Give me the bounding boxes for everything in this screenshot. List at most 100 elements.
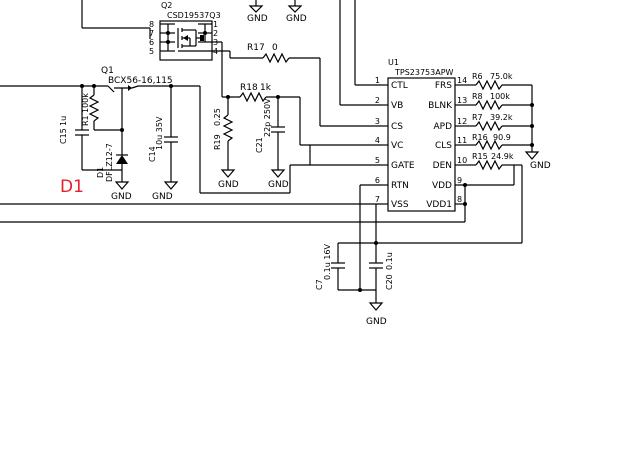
r17-resistor: R17 0 — [247, 43, 290, 64]
c21-ref: C21 — [255, 137, 264, 153]
u1-pin-name-vdd1: VDD1 — [426, 200, 452, 210]
q2-pin-8: 8 — [149, 20, 154, 29]
u1-pin-num-4: 4 — [375, 136, 380, 145]
c20-gnd-label: GND — [366, 317, 387, 327]
u1-pin-name-cls: CLS — [435, 141, 452, 151]
c7-value: 0.1u 16V — [323, 243, 332, 280]
r7-resistor: R7 39.2k — [461, 113, 534, 132]
d1-ref: D1 — [96, 167, 105, 178]
r18-value: 1k — [260, 83, 272, 93]
u1-pin-num-3: 3 — [375, 117, 380, 126]
q2-pin-7: 7 — [149, 29, 154, 38]
r8-value: 100k — [490, 92, 510, 101]
d1-part: DFLZ12-7 — [105, 143, 114, 182]
r18-ref: R18 — [240, 83, 258, 93]
r6-resistor: R6 75.0k — [461, 72, 532, 91]
u1-part: TPS23753APW — [394, 68, 454, 77]
r16-ref: R16 — [472, 133, 488, 142]
r6-value: 75.0k — [490, 72, 513, 81]
u1-pin-num-5: 5 — [375, 156, 380, 165]
q2-ref: Q2 — [161, 1, 172, 10]
highlight-d1-label: D1 — [60, 177, 84, 197]
u1-pin-name-vb: VB — [391, 101, 403, 111]
d1-gnd-label: GND — [111, 192, 132, 202]
top-gnd-2: GND — [286, 0, 307, 24]
c20-capacitor: GND C20 0.1u — [366, 252, 394, 327]
c15-capacitor: C15 1u — [59, 86, 122, 171]
u1-pin-num-1: 1 — [375, 76, 380, 85]
q2-part: CSD19537Q3 — [167, 11, 221, 20]
u1-pin-num-6: 6 — [375, 176, 380, 185]
r18-resistor: R18 1k — [222, 83, 300, 103]
r7-value: 39.2k — [490, 113, 513, 122]
r19-value: 0.25 — [213, 108, 222, 126]
top-gnd-2-label: GND — [286, 14, 307, 24]
u1-pin-num-12: 12 — [457, 117, 467, 126]
c14-gnd-label: GND — [152, 192, 173, 202]
q2-mosfet: Q2 CSD19537Q3 8 7 6 5 1 2 3 4 — [149, 1, 221, 61]
r1-resistor: R1 100k — [81, 86, 124, 132]
u1-pin-name-vdd: VDD — [432, 181, 452, 191]
r15-ref: R15 — [472, 152, 488, 161]
c14-ref: C14 — [148, 146, 157, 162]
c20-value: 0.1u — [385, 252, 394, 270]
u1-ref: U1 — [388, 58, 399, 67]
top-gnd-1-label: GND — [247, 14, 268, 24]
u1-pin-name-ctl: CTL — [391, 81, 408, 91]
r19-gnd-label: GND — [218, 180, 239, 190]
c7-capacitor: C7 0.1u 16V — [315, 243, 345, 290]
u1-pin-num-10: 10 — [457, 156, 467, 165]
r15-value: 24.9k — [491, 152, 514, 161]
r17-ref: R17 — [247, 43, 265, 53]
r16-resistor: R16 90.9 — [461, 133, 534, 151]
u1-pin-name-cs: CS — [391, 122, 403, 132]
q2-pin-5: 5 — [149, 47, 154, 56]
r15-resistor: R15 24.9k — [461, 152, 515, 185]
c21-gnd-label: GND — [268, 180, 289, 190]
c21-capacitor: GND C21 22p 250V — [255, 97, 289, 190]
c14-capacitor: GND C14 10u 35V — [148, 86, 179, 202]
c21-value: 22p 250V — [263, 98, 272, 137]
c7-ref: C7 — [315, 279, 324, 290]
u1-pin-name-gate: GATE — [391, 161, 415, 171]
r1-ref: R1 — [81, 115, 90, 126]
u1-pin-num-9: 9 — [457, 176, 462, 185]
right-gnd-label: GND — [530, 161, 551, 171]
r8-ref: R8 — [472, 92, 483, 101]
r8-resistor: R8 100k — [461, 92, 534, 111]
q1-ref: Q1 — [101, 66, 114, 76]
r7-ref: R7 — [472, 113, 483, 122]
u1-pin-name-apd: APD — [433, 122, 452, 132]
u1-pin-num-11: 11 — [457, 136, 467, 145]
u1-pin-name-vc: VC — [391, 141, 403, 151]
u1-pin-name-frs: FRS — [435, 81, 452, 91]
c15-ref: C15 — [59, 128, 68, 144]
u1-pin-name-blnk: BLNK — [428, 101, 453, 111]
u1-pin-name-den: DEN — [433, 161, 452, 171]
r1-value: 100k — [81, 93, 90, 113]
r17-value: 0 — [272, 43, 278, 53]
q1-part: BCX56-16,115 — [108, 76, 173, 86]
r19-resistor: GND R19 0.25 — [213, 95, 239, 190]
c15-value: 1u — [59, 116, 68, 126]
q2-pin-6: 6 — [149, 38, 154, 47]
r19-ref: R19 — [213, 134, 222, 150]
r16-value: 90.9 — [493, 133, 511, 142]
u1-pin-num-2: 2 — [375, 96, 380, 105]
c20-ref: C20 — [385, 274, 394, 290]
r6-ref: R6 — [472, 72, 483, 81]
u1-pin-name-vss: VSS — [391, 200, 409, 210]
u1-pin-name-rtn: RTN — [391, 181, 409, 191]
u1-pin-num-8: 8 — [457, 195, 462, 204]
q2-pin-2: 2 — [213, 29, 218, 38]
q2-pin-1: 1 — [213, 20, 218, 29]
u1-pin-num-7: 7 — [375, 195, 380, 204]
u1-pin-num-13: 13 — [457, 96, 467, 105]
c14-value: 10u 35V — [155, 116, 164, 150]
top-gnd-1: GND — [247, 0, 268, 24]
q1-transistor: Q1 BCX56-16,115 — [101, 66, 173, 100]
u1-pin-num-14: 14 — [457, 76, 467, 85]
